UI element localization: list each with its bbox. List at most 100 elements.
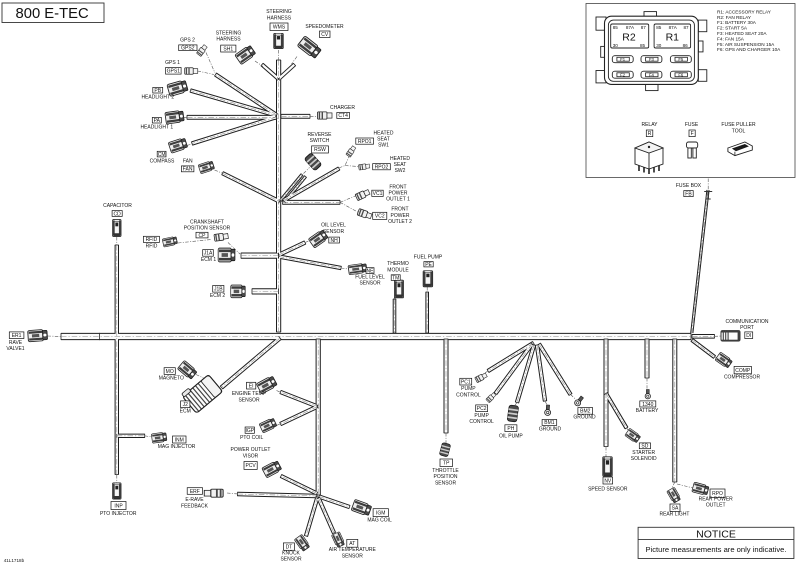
svg-text:PUMP: PUMP (474, 413, 489, 419)
svg-text:CV: CV (321, 32, 329, 38)
svg-text:87: 87 (683, 25, 689, 30)
svg-text:GPS1: GPS1 (167, 69, 181, 75)
svg-text:ERF: ERF (190, 489, 200, 495)
svg-text:HARNESS: HARNESS (267, 15, 292, 21)
svg-text:RPO1: RPO1 (358, 139, 372, 145)
svg-text:F5: AIR SUSPENSION 15A: F5: AIR SUSPENSION 15A (717, 42, 775, 47)
svg-text:RFID: RFID (146, 243, 158, 249)
svg-text:R2: FAN RELAY: R2: FAN RELAY (717, 15, 752, 20)
svg-text:SENSOR: SENSOR (359, 281, 381, 287)
svg-text:800 E-TEC: 800 E-TEC (16, 6, 90, 22)
svg-text:THERMO: THERMO (387, 261, 409, 267)
svg-text:F: F (691, 131, 694, 137)
svg-text:SPEEDOMETER: SPEEDOMETER (305, 24, 344, 30)
svg-text:OIL PUMP: OIL PUMP (499, 434, 523, 440)
svg-text:PC2: PC2 (477, 406, 487, 412)
svg-text:HEADLIGHT 2: HEADLIGHT 2 (141, 95, 174, 101)
svg-text:RELAY: RELAY (641, 122, 658, 128)
svg-text:F1: F1 (620, 57, 626, 62)
svg-text:CRANKSHAFT: CRANKSHAFT (190, 219, 224, 225)
svg-text:J1A: J1A (204, 251, 213, 257)
svg-text:CONTROL: CONTROL (456, 392, 481, 398)
svg-text:PORT: PORT (740, 325, 754, 331)
svg-text:GPS2: GPS2 (181, 46, 195, 52)
svg-text:KNOCK: KNOCK (282, 550, 300, 556)
svg-text:F6: GPS AND CHARGER 10A: F6: GPS AND CHARGER 10A (717, 47, 781, 52)
svg-text:R1: R1 (666, 32, 680, 44)
svg-text:INM: INM (175, 437, 184, 443)
svg-text:POSITION SENSOR: POSITION SENSOR (184, 226, 231, 232)
svg-text:SENSOR: SENSOR (435, 480, 457, 486)
svg-text:CD: CD (114, 211, 122, 217)
svg-text:ER1: ER1 (12, 333, 22, 339)
svg-text:OUTLET: OUTLET (706, 502, 726, 508)
svg-text:F2: START 5A: F2: START 5A (717, 26, 748, 31)
svg-text:RAVE: RAVE (9, 340, 23, 346)
svg-text:SENSOR: SENSOR (323, 229, 345, 235)
svg-text:ECM 2: ECM 2 (210, 293, 226, 299)
svg-text:HARNESS: HARNESS (216, 37, 241, 43)
svg-text:OUTLET 1: OUTLET 1 (386, 197, 410, 203)
svg-text:MAGNETO: MAGNETO (159, 375, 184, 381)
svg-text:GROUND: GROUND (573, 415, 596, 421)
svg-text:INP: INP (114, 503, 123, 509)
svg-text:PB: PB (154, 88, 161, 94)
svg-text:E-RAVE: E-RAVE (185, 497, 204, 503)
svg-text:NH: NH (330, 238, 338, 244)
svg-text:30: 30 (613, 43, 619, 48)
svg-text:AIR TEMPERATURE: AIR TEMPERATURE (329, 547, 377, 553)
svg-text:POWER: POWER (391, 213, 410, 219)
svg-text:GPS 2: GPS 2 (180, 37, 195, 43)
svg-text:PCV: PCV (245, 463, 256, 469)
svg-text:SPEED SENSOR: SPEED SENSOR (588, 487, 628, 493)
svg-text:IGP: IGP (245, 428, 254, 434)
svg-text:R: R (648, 131, 652, 137)
svg-text:SENSOR: SENSOR (238, 397, 260, 403)
svg-text:COMP: COMP (735, 368, 751, 374)
svg-text:F4: F4 (649, 72, 655, 77)
svg-text:FUSE: FUSE (685, 122, 699, 128)
svg-text:F5: F5 (678, 57, 684, 62)
svg-text:FUSE PULLER: FUSE PULLER (721, 122, 756, 128)
svg-text:J2: J2 (183, 402, 189, 408)
svg-text:COMPASS: COMPASS (150, 158, 175, 164)
svg-text:CAPACITOR: CAPACITOR (103, 203, 132, 209)
svg-text:R2: R2 (622, 32, 636, 44)
svg-text:85: 85 (640, 43, 646, 48)
svg-text:SWITCH: SWITCH (310, 138, 330, 144)
svg-text:FUEL PUMP: FUEL PUMP (414, 255, 443, 261)
svg-text:OIL LEVEL: OIL LEVEL (321, 223, 346, 229)
svg-text:OUTLET 2: OUTLET 2 (388, 219, 412, 225)
svg-text:VALVE1: VALVE1 (6, 346, 24, 352)
svg-text:NOTICE: NOTICE (696, 528, 736, 540)
svg-text:ECM: ECM (180, 409, 191, 415)
svg-text:30: 30 (656, 43, 662, 48)
svg-text:F3: HEATED SEAT 20A: F3: HEATED SEAT 20A (717, 31, 767, 36)
svg-text:POWER: POWER (389, 191, 408, 197)
svg-text:BM1: BM1 (544, 420, 555, 426)
svg-text:BATTERY: BATTERY (636, 408, 659, 414)
svg-text:GROUND: GROUND (539, 427, 562, 433)
svg-text:PC1: PC1 (461, 379, 471, 385)
svg-text:SD: SD (641, 444, 648, 450)
svg-text:IGM: IGM (376, 510, 385, 516)
svg-text:THROTTLE: THROTTLE (432, 468, 459, 474)
svg-text:FUEL LEVEL: FUEL LEVEL (355, 275, 385, 281)
svg-text:FEEDBACK: FEEDBACK (181, 503, 209, 509)
svg-text:SW2: SW2 (395, 168, 406, 174)
svg-text:HEATED: HEATED (374, 130, 394, 136)
svg-text:SW1: SW1 (378, 143, 389, 149)
svg-text:TOOL: TOOL (732, 128, 746, 134)
svg-text:R1: ACCESSORY RELAY: R1: ACCESSORY RELAY (717, 9, 772, 14)
svg-text:COMMUNICATION: COMMUNICATION (726, 319, 769, 325)
svg-text:FUSE BOX: FUSE BOX (676, 183, 702, 189)
svg-text:87: 87 (641, 25, 647, 30)
svg-text:SEAT: SEAT (377, 137, 390, 143)
svg-text:F1: BATTERY 30A: F1: BATTERY 30A (717, 20, 757, 25)
svg-text:COMPRESSOR: COMPRESSOR (724, 374, 761, 380)
svg-text:DI: DI (746, 333, 751, 339)
svg-text:VISOR: VISOR (243, 453, 259, 459)
svg-text:GPS 1: GPS 1 (165, 60, 180, 66)
svg-text:CM: CM (158, 152, 166, 158)
svg-text:NE: NE (367, 268, 375, 274)
